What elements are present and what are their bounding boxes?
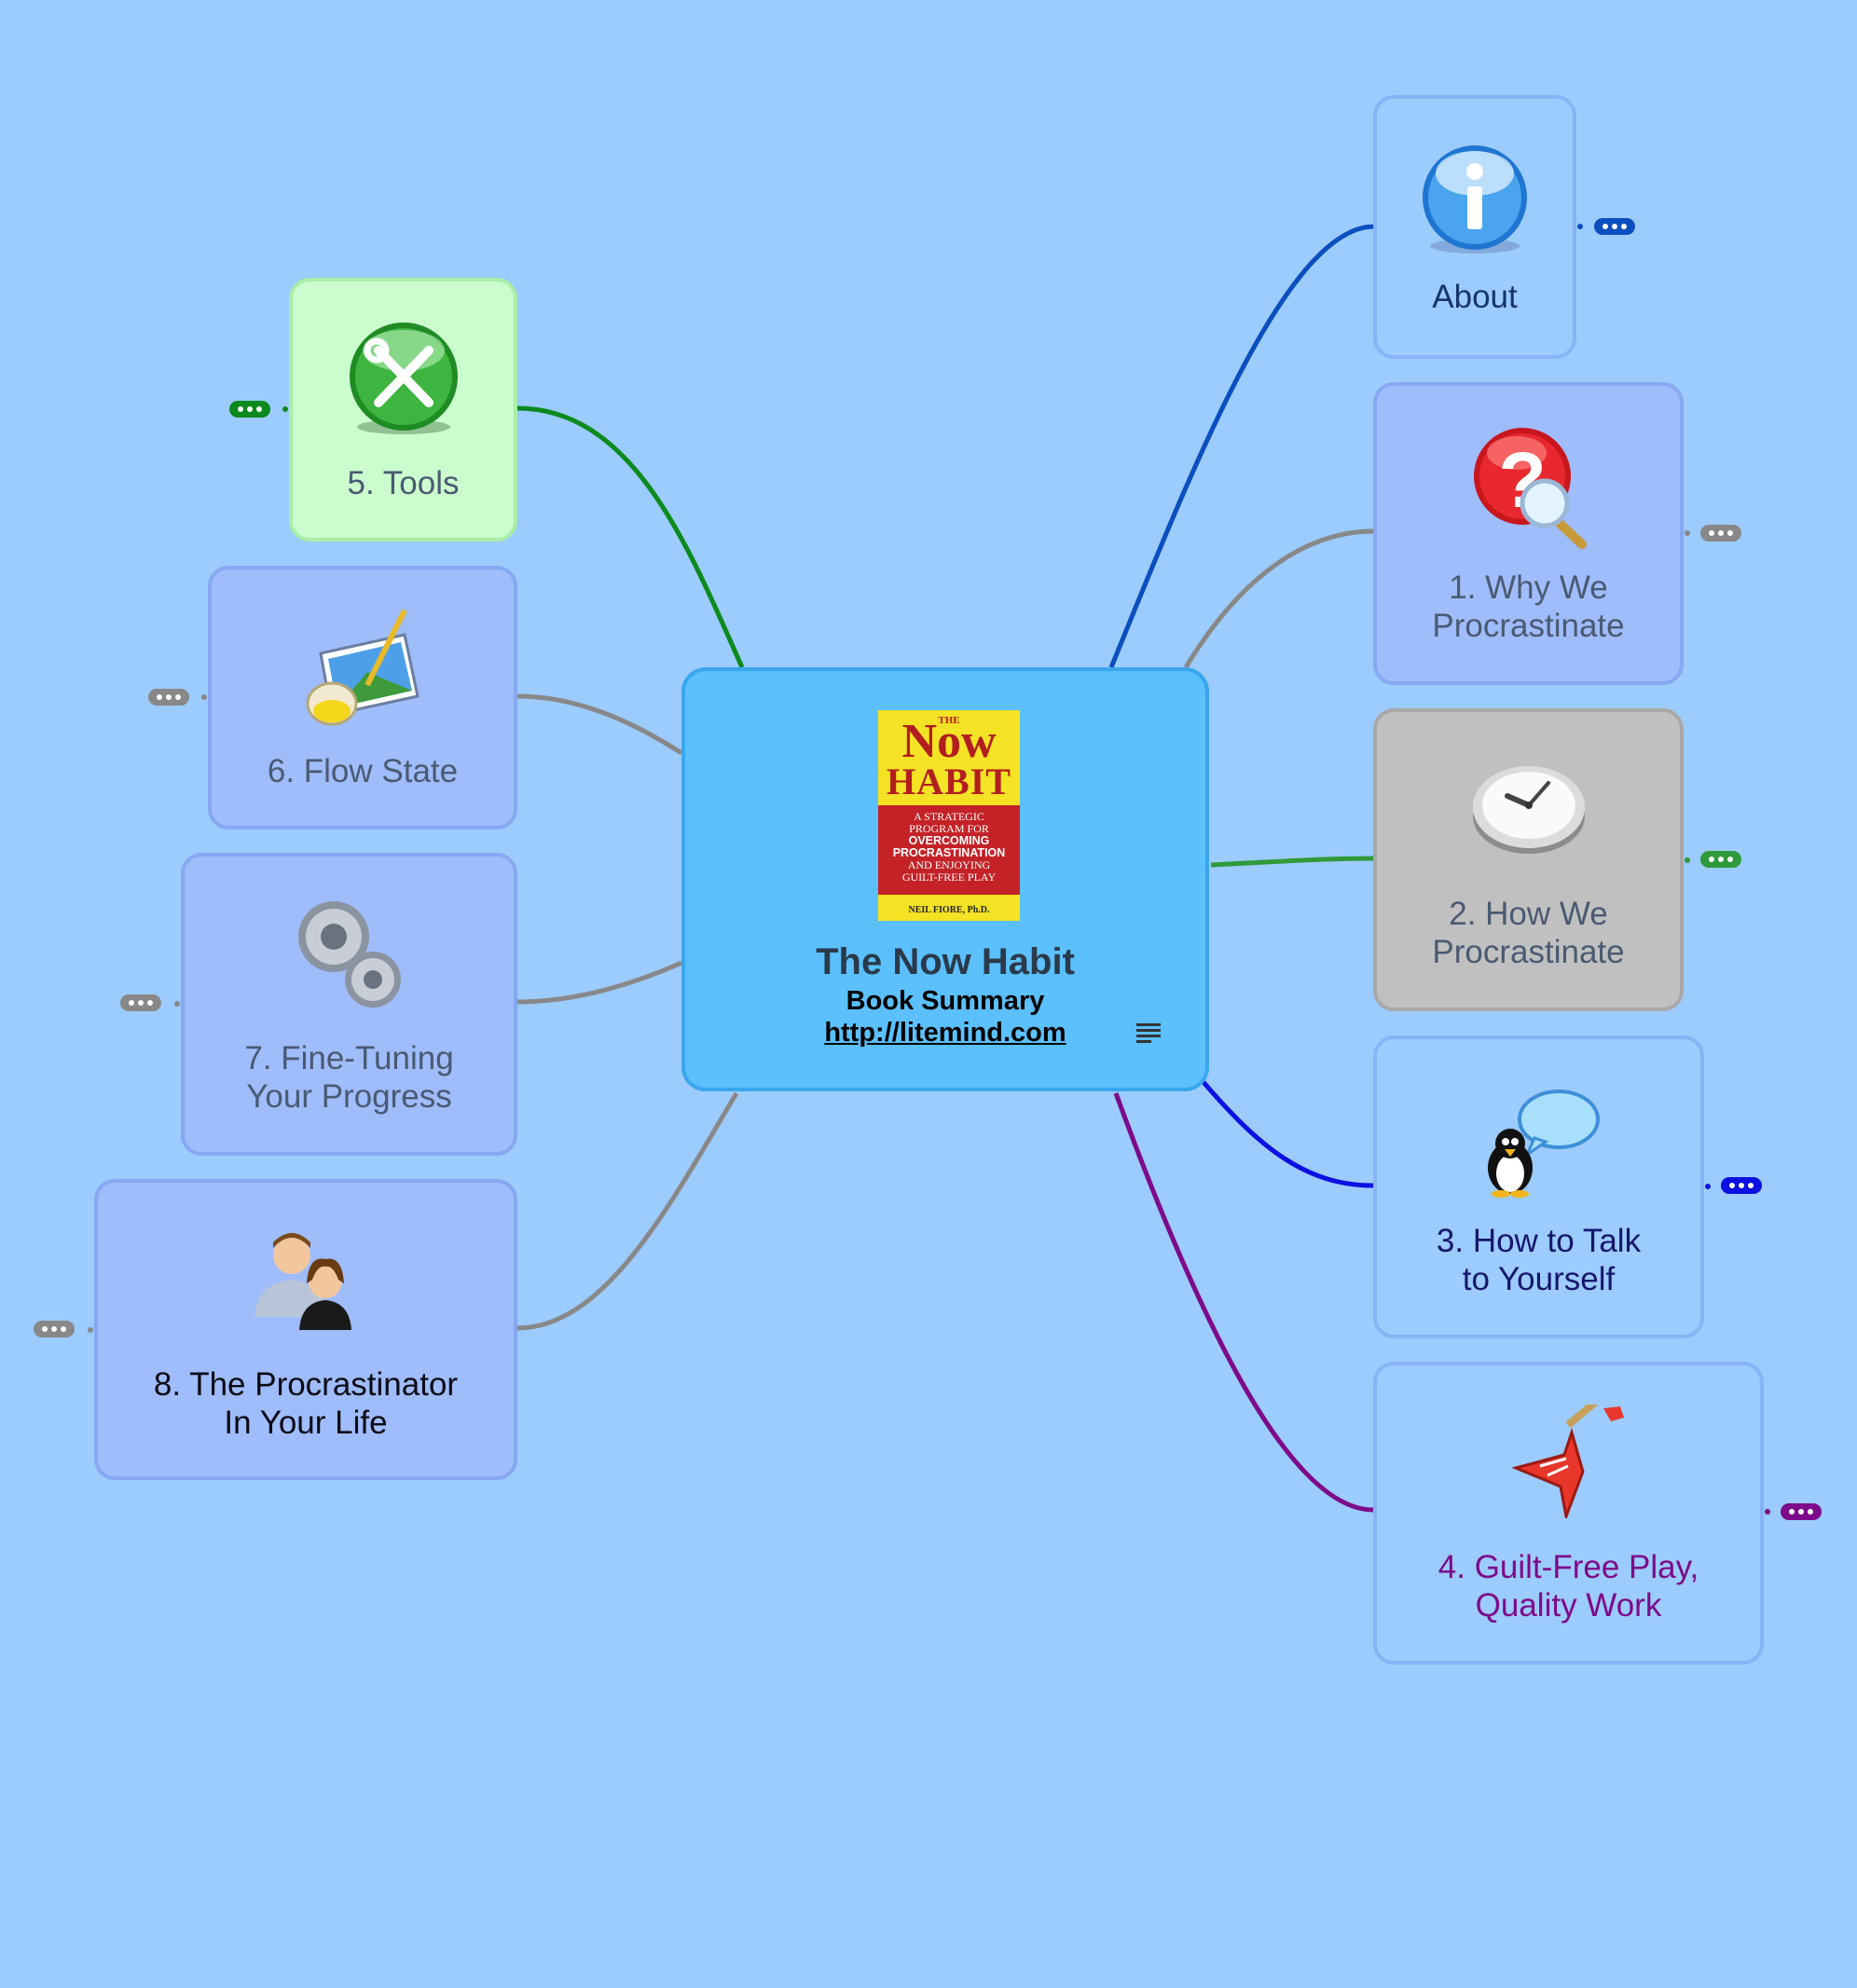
topic-about[interactable]: About: [1373, 95, 1576, 359]
topic-talk-to-yourself[interactable]: 3. How to Talk to Yourself: [1373, 1035, 1704, 1338]
cover-tagline-line: OVERCOMING: [908, 834, 990, 847]
topic-flow-state[interactable]: 6. Flow State: [208, 566, 517, 829]
topic-tools[interactable]: 5. Tools: [289, 278, 517, 542]
central-title: The Now Habit: [816, 941, 1075, 982]
link-flow: [516, 693, 683, 756]
topic-why-we-procrastinate[interactable]: ? 1. Why We Procrastinate: [1373, 382, 1684, 685]
topic-procrastinator[interactable]: 8. The Procrastinator In Your Life: [94, 1179, 517, 1480]
cover-now: Now: [901, 715, 997, 768]
topic-how-label: 2. How We Procrastinate: [1377, 895, 1680, 971]
expand-talk-button[interactable]: [1721, 1177, 1762, 1194]
label-line: 4. Guilt-Free Play,: [1437, 1549, 1699, 1585]
topic-talk-label: 3. How to Talk to Yourself: [1377, 1222, 1700, 1298]
topic-procras-label: 8. The Procrastinator In Your Life: [98, 1365, 514, 1442]
label-line: In Your Life: [224, 1405, 388, 1441]
expand-tuning-button[interactable]: [120, 994, 161, 1011]
link-about: [1108, 224, 1374, 668]
cover-habit: HABIT: [887, 761, 1011, 802]
collapse-dot: [282, 406, 288, 412]
label-line: 3. How to Talk: [1436, 1223, 1642, 1259]
penguin-speech-icon: [1487, 1090, 1600, 1198]
link-how: [1210, 856, 1374, 868]
link-why: [1183, 528, 1374, 669]
topic-guilt-free-play[interactable]: 4. Guilt-Free Play, Quality Work: [1373, 1362, 1764, 1665]
label-line: 7. Fine-Tuning: [244, 1040, 454, 1076]
cover-author: NEIL FIORE, Ph.D.: [908, 905, 990, 915]
expand-how-button[interactable]: [1700, 851, 1741, 868]
label-line: About: [1432, 279, 1518, 315]
collapse-dot: [88, 1327, 93, 1333]
link-procras: [516, 1091, 739, 1331]
question-magnifier-icon: ?: [1473, 428, 1587, 549]
topic-about-label: About: [1377, 278, 1573, 316]
collapse-dot: [1577, 224, 1583, 229]
central-subtitle: Book Summary: [846, 986, 1045, 1016]
collapse-dot: [1765, 1509, 1770, 1515]
expand-flow-button[interactable]: [148, 689, 189, 706]
topic-tuning-label: 7. Fine-Tuning Your Progress: [185, 1039, 514, 1116]
expand-why-button[interactable]: [1700, 525, 1741, 542]
link-talk: [1201, 1079, 1374, 1188]
notes-icon[interactable]: [1135, 1021, 1162, 1044]
topic-fine-tuning[interactable]: 7. Fine-Tuning Your Progress: [181, 853, 517, 1156]
label-line: 6. Flow State: [267, 753, 459, 789]
topic-tools-label: 5. Tools: [293, 464, 514, 502]
central-topic[interactable]: THE Now HABIT A STRATEGIC PROGRAM FOR OV…: [681, 667, 1209, 1091]
expand-tools-button[interactable]: [229, 401, 270, 418]
label-line: to Yourself: [1462, 1261, 1616, 1297]
collapse-dot: [1705, 1184, 1711, 1189]
people-icon: [254, 1233, 351, 1330]
link-tools: [516, 405, 745, 669]
label-line: Your Progress: [246, 1078, 452, 1115]
topic-why-label: 1. Why We Procrastinate: [1377, 569, 1680, 645]
info-icon: [1423, 145, 1527, 254]
topic-how-we-procrastinate[interactable]: 2. How We Procrastinate: [1373, 708, 1684, 1011]
expand-procras-button[interactable]: [34, 1321, 75, 1337]
label-line: 5. Tools: [347, 465, 460, 501]
cover-tagline-line: GUILT-FREE PLAY: [901, 871, 997, 884]
cover-the: THE: [938, 715, 960, 726]
expand-about-button[interactable]: [1594, 218, 1635, 235]
expand-play-button[interactable]: [1781, 1503, 1822, 1520]
link-play: [1113, 1092, 1374, 1513]
collapse-dot: [1685, 530, 1690, 536]
guitar-icon: [1510, 1405, 1624, 1518]
label-line: Procrastinate: [1432, 934, 1625, 970]
cover-tagline-line: AND ENJOYING: [907, 858, 991, 871]
cover-tagline-line: A STRATEGIC: [914, 810, 984, 823]
collapse-dot: [174, 1001, 180, 1007]
cover-tagline-line: PROGRAM FOR: [909, 822, 989, 835]
label-line: 2. How We: [1449, 896, 1608, 932]
clock-icon: [1472, 766, 1585, 854]
paint-palette-icon: [306, 609, 420, 726]
collapse-dot: [1685, 857, 1690, 863]
cover-tagline-line: PROCRASTINATION: [892, 846, 1006, 859]
collapse-dot: [201, 694, 207, 700]
book-cover-image: THE Now HABIT A STRATEGIC PROGRAM FOR OV…: [878, 710, 1020, 921]
label-line: 8. The Procrastinator: [153, 1366, 459, 1403]
label-line: 1. Why We: [1449, 569, 1608, 606]
label-line: Quality Work: [1475, 1587, 1662, 1624]
topic-play-label: 4. Guilt-Free Play, Quality Work: [1377, 1548, 1760, 1625]
gears-icon: [297, 901, 401, 1008]
cover-tagline: A STRATEGIC PROGRAM FOR OVERCOMING PROCR…: [878, 805, 1020, 895]
link-tuning: [516, 960, 683, 1005]
label-line: Procrastinate: [1432, 608, 1625, 644]
central-url-link[interactable]: http://litemind.com: [824, 1018, 1066, 1048]
tools-icon: [349, 322, 458, 434]
topic-flow-label: 6. Flow State: [212, 752, 514, 790]
